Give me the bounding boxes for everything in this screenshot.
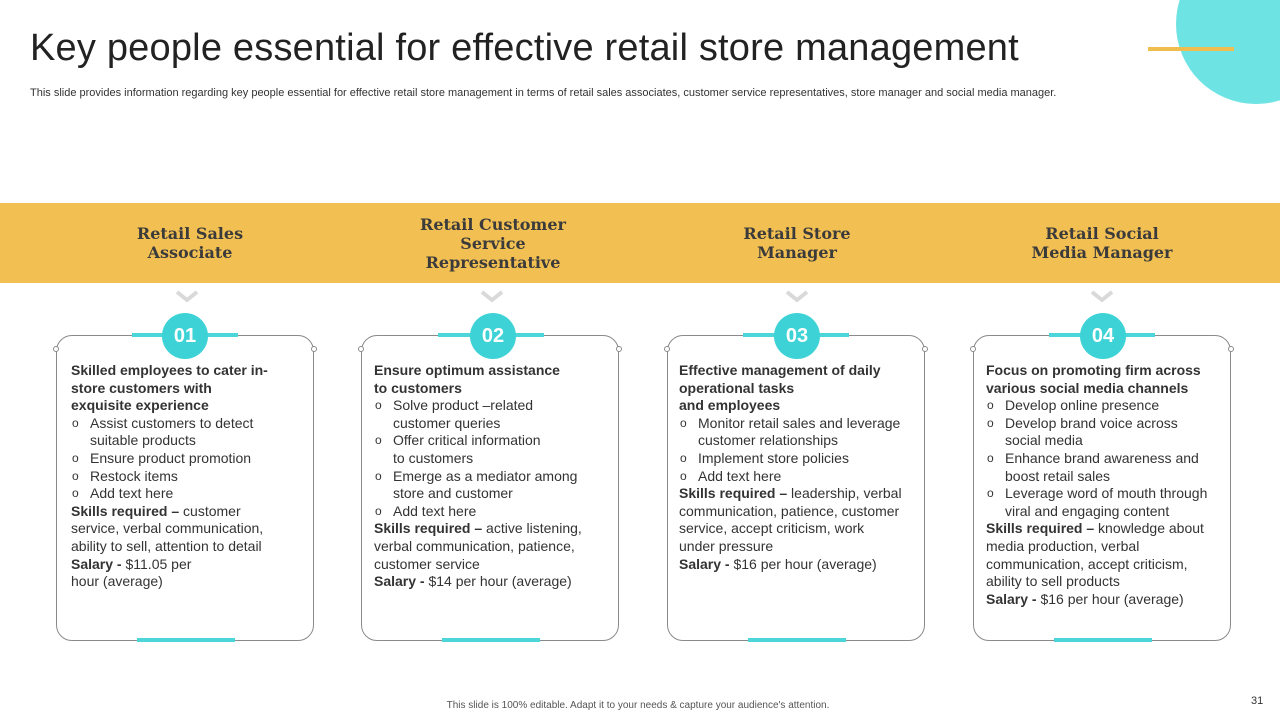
number-badge: 01: [162, 313, 208, 359]
footer-note: This slide is 100% editable. Adapt it to…: [446, 700, 830, 711]
role-title-store-manager: Retail Store Manager: [743, 224, 851, 262]
list-item: Enhance brand awareness and boost retail…: [986, 450, 1210, 485]
list-item: Assist customers to detect suitable prod…: [71, 415, 295, 450]
list-item: Monitor retail sales and leverage custom…: [679, 415, 903, 450]
card-corner-dot: [616, 346, 622, 352]
card-content: Ensure optimum assistance to customers S…: [374, 362, 598, 591]
card-corner-dot: [664, 346, 670, 352]
card-content: Skilled employees to cater in- store cus…: [71, 362, 295, 591]
role-card-store-manager: [667, 335, 925, 641]
card-bottom-accent: [137, 638, 235, 642]
page-number: 31: [1251, 695, 1264, 707]
skills-text: active listening, verbal communication, …: [374, 520, 582, 572]
card-bottom-accent: [442, 638, 540, 642]
skills-label: Skills required –: [679, 485, 788, 502]
skills-required: Skills required – knowledge about media …: [986, 520, 1210, 590]
list-item: Implement store policies: [679, 450, 903, 468]
card-heading: Effective management of daily operationa…: [679, 362, 881, 414]
header-band: [0, 203, 1280, 283]
card-corner-dot: [311, 346, 317, 352]
salary-text: $16 per hour (average): [1036, 590, 1184, 607]
salary: Salary - $11.05 per hour (average): [71, 556, 295, 591]
role-title-social-media-manager: Retail Social Media Manager: [1031, 224, 1173, 262]
role-title-customer-service: Retail Customer Service Representative: [420, 214, 566, 272]
card-bottom-accent: [1054, 638, 1152, 642]
decorative-line: [1148, 47, 1234, 51]
list-item: Develop online presence: [986, 397, 1210, 415]
skills-label: Skills required –: [71, 502, 180, 519]
skills-required: Skills required – active listening, verb…: [374, 520, 598, 573]
list-item: Develop brand voice across social media: [986, 415, 1210, 450]
skills-text: customer service, verbal communication, …: [71, 502, 264, 554]
salary-text: $11.05 per hour (average): [71, 555, 192, 590]
card-corner-dot: [53, 346, 59, 352]
bullet-list: Develop online presence Develop brand vo…: [986, 397, 1210, 520]
list-item: Add text here: [71, 485, 295, 503]
chevron-down-icon: [1090, 290, 1114, 303]
skills-label: Skills required –: [986, 520, 1095, 537]
card-corner-dot: [358, 346, 364, 352]
salary-label: Salary -: [679, 555, 730, 572]
salary-text: $16 per hour (average): [729, 555, 877, 572]
list-item: Ensure product promotion: [71, 450, 295, 468]
bullet-list: Solve product –related customer queries …: [374, 397, 598, 520]
decorative-circle: [1176, 0, 1280, 104]
card-heading: Ensure optimum assistance to customers: [374, 362, 560, 396]
card-corner-dot: [1228, 346, 1234, 352]
skills-text: leadership, verbal communication, patien…: [679, 485, 902, 554]
number-badge: 03: [774, 313, 820, 359]
bullet-list: Assist customers to detect suitable prod…: [71, 415, 295, 503]
card-content: Effective management of daily operationa…: [679, 362, 903, 573]
card-corner-dot: [922, 346, 928, 352]
number-badge: 04: [1080, 313, 1126, 359]
list-item: Add text here: [374, 503, 598, 521]
list-item: Leverage word of mouth through viral and…: [986, 485, 1210, 520]
list-item: Emerge as a mediator among store and cus…: [374, 468, 598, 503]
slide-subtitle: This slide provides information regardin…: [30, 87, 1057, 99]
card-content: Focus on promoting firm across various s…: [986, 362, 1210, 608]
salary-label: Salary -: [374, 573, 425, 590]
salary-text: $14 per hour (average): [424, 573, 572, 590]
chevron-down-icon: [175, 290, 199, 303]
bullet-list: Monitor retail sales and leverage custom…: [679, 415, 903, 485]
salary: Salary - $14 per hour (average): [374, 573, 598, 591]
skills-required: Skills required – customer service, verb…: [71, 503, 295, 556]
skills-text: knowledge about media production, verbal…: [986, 520, 1204, 590]
card-corner-dot: [970, 346, 976, 352]
card-heading: Skilled employees to cater in- store cus…: [71, 362, 268, 414]
list-item: Add text here: [679, 468, 903, 486]
list-item: Restock items: [71, 468, 295, 486]
skills-label: Skills required –: [374, 520, 483, 537]
card-heading: Focus on promoting firm across various s…: [986, 362, 1201, 396]
skills-required: Skills required – leadership, verbal com…: [679, 485, 903, 555]
number-badge: 02: [470, 313, 516, 359]
salary-label: Salary -: [71, 555, 122, 572]
list-item: Offer critical information to customers: [374, 432, 598, 467]
list-item: Solve product –related customer queries: [374, 397, 598, 432]
slide-title: Key people essential for effective retai…: [30, 27, 1019, 69]
chevron-down-icon: [480, 290, 504, 303]
role-title-sales-associate: Retail Sales Associate: [136, 224, 244, 262]
salary: Salary - $16 per hour (average): [679, 556, 903, 574]
card-bottom-accent: [748, 638, 846, 642]
salary-label: Salary -: [986, 590, 1037, 607]
chevron-down-icon: [785, 290, 809, 303]
salary: Salary - $16 per hour (average): [986, 591, 1210, 609]
